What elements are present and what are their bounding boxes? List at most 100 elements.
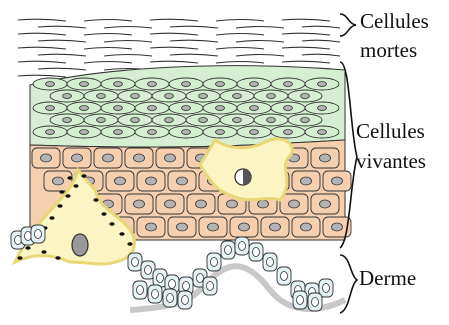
melanocyte-nucleus [72,234,88,256]
label-living-cells-line2: vivantes [356,149,426,173]
melanin-granule [109,222,114,226]
basal-cell [125,194,153,214]
basal-cell [168,171,196,191]
basal-cell [311,194,339,214]
basal-cell [156,148,184,168]
spinous-cell [186,90,220,102]
spinous-cell [288,114,322,126]
melanin-granule [55,256,60,260]
melanin-granule [65,194,70,198]
melanin-granule [49,216,54,220]
basal-cell [137,171,165,191]
melanin-granule [73,184,78,188]
spinous-cell [67,126,101,138]
basal-cell [187,194,215,214]
spinous-cell [254,90,288,102]
spinous-cell [50,90,84,102]
basal-cell [125,148,153,168]
dermis-cell [277,267,291,285]
label-dead-cells-line1: Cellules [360,9,429,33]
dermis-cell [235,237,249,255]
spinous-cell [33,78,67,90]
spinous-cell [33,102,67,114]
basal-cell [280,194,308,214]
melanin-granule [81,174,86,178]
dermis-cell [128,253,142,271]
spinous-cell [271,102,305,114]
dermis-cell [31,225,45,243]
basal-cell [261,217,289,237]
spinous-cell [305,78,339,90]
dermis-cell [178,291,192,309]
spinous-cell [67,78,101,90]
basal-cell [106,171,134,191]
spinous-cell [288,90,322,102]
dermis-cell [293,291,307,309]
melanin-granule [57,204,62,208]
basal-cell [230,217,258,237]
spinous-cell [152,114,186,126]
spinous-cell [101,126,135,138]
basal-cell [292,171,320,191]
dermis-cell [263,253,277,271]
dermis-cell [249,243,263,261]
basal-cell [94,148,122,168]
spinous-cell [169,126,203,138]
basal-cell [168,217,196,237]
dermis-cell [221,241,235,259]
dermis-cell [163,289,177,307]
melanin-granule [17,256,22,260]
melanin-granule [25,246,30,250]
spinous-cell [169,102,203,114]
basal-cell [63,148,91,168]
basal-cell [32,148,60,168]
dermis-cell [148,285,162,303]
melanin-granule [101,212,106,216]
spinous-cell [271,78,305,90]
dermis-cell [319,279,333,297]
spinous-cell [135,78,169,90]
melanin-granule [67,176,72,180]
basal-cell [292,217,320,237]
dermis-cell [207,253,221,271]
spinous-cell [237,126,271,138]
spinous-cell [152,90,186,102]
spinous-cell [220,90,254,102]
spinous-cell [203,102,237,114]
spinous-cell [135,126,169,138]
spinous-cell [50,114,84,126]
spinous-cell [186,114,220,126]
basal-cell [199,217,227,237]
spinous-cell [67,102,101,114]
spinous-cell [305,126,339,138]
melanin-granule [119,232,124,236]
dermis-cell [308,293,322,311]
spinous-cell [101,102,135,114]
green-cells-group [33,78,339,138]
basal-cell [323,171,351,191]
basal-cell [137,217,165,237]
label-living-cells-line1: Cellules [356,119,425,143]
basal-cell [156,194,184,214]
melanin-granule [59,190,64,194]
spinous-cell [203,78,237,90]
spinous-cell [118,90,152,102]
basal-cell [311,148,339,168]
spinous-cell [237,78,271,90]
melanin-granule [93,198,98,202]
spinous-cell [203,126,237,138]
dermis-cell [203,277,217,295]
spinous-cell [135,102,169,114]
spinous-cell [305,102,339,114]
dermis-cell [133,281,147,299]
label-dead-cells-line2: mortes [360,38,417,62]
spinous-cell [33,126,67,138]
spinous-cell [118,114,152,126]
spinous-cell [101,78,135,90]
spinous-cell [84,114,118,126]
spinous-cell [84,90,118,102]
spinous-cell [254,114,288,126]
spinous-cell [271,126,305,138]
spinous-cell [220,114,254,126]
